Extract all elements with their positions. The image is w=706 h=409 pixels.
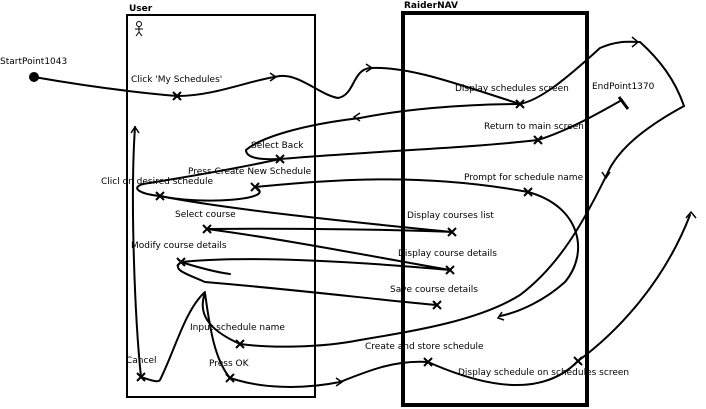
label-display-course-details: Display course details — [398, 249, 497, 259]
actor-icon — [135, 21, 143, 37]
label-cancel: Cancel — [126, 356, 157, 366]
label-modify-course-details: Modify course details — [131, 241, 227, 251]
start-point-label: StartPoint1043 — [0, 57, 67, 67]
flow-path — [33, 40, 691, 388]
end-point: EndPoint1370 — [592, 82, 655, 110]
label-click-my-schedules: Click 'My Schedules' — [131, 75, 222, 85]
system-lane-title: RaiderNAV — [404, 1, 458, 11]
label-click-desired-schedule: Clicl on desired schedule — [101, 177, 214, 187]
label-return-to-main: Return to main screen — [484, 122, 584, 132]
label-prompt-schedule-name: Prompt for schedule name — [464, 173, 584, 183]
label-select-back: Select Back — [251, 141, 304, 151]
user-lane-title: User — [129, 4, 153, 14]
user-lane: User — [126, 4, 316, 398]
label-press-ok: Press OK — [209, 359, 250, 369]
label-create-store-schedule: Create and store schedule — [365, 342, 484, 352]
label-display-schedules-screen: Display schedules screen — [455, 84, 569, 94]
label-select-course: Select course — [175, 210, 236, 220]
label-input-schedule-name: Input schedule name — [190, 323, 285, 333]
start-point: StartPoint1043 — [0, 57, 67, 82]
step-labels: Click 'My Schedules' Display schedules s… — [101, 75, 629, 378]
label-display-courses-list: Display courses list — [407, 211, 494, 221]
arrowheads — [130, 36, 697, 387]
label-press-create-new: Press Create New Schedule — [188, 167, 312, 177]
system-lane: RaiderNAV — [401, 1, 589, 407]
label-display-schedule-on-screen: Display schedule on schedules screen — [458, 368, 629, 378]
step-markers — [136, 91, 583, 383]
end-point-label: EndPoint1370 — [592, 82, 655, 92]
label-save-course-details: Save course details — [390, 285, 478, 295]
